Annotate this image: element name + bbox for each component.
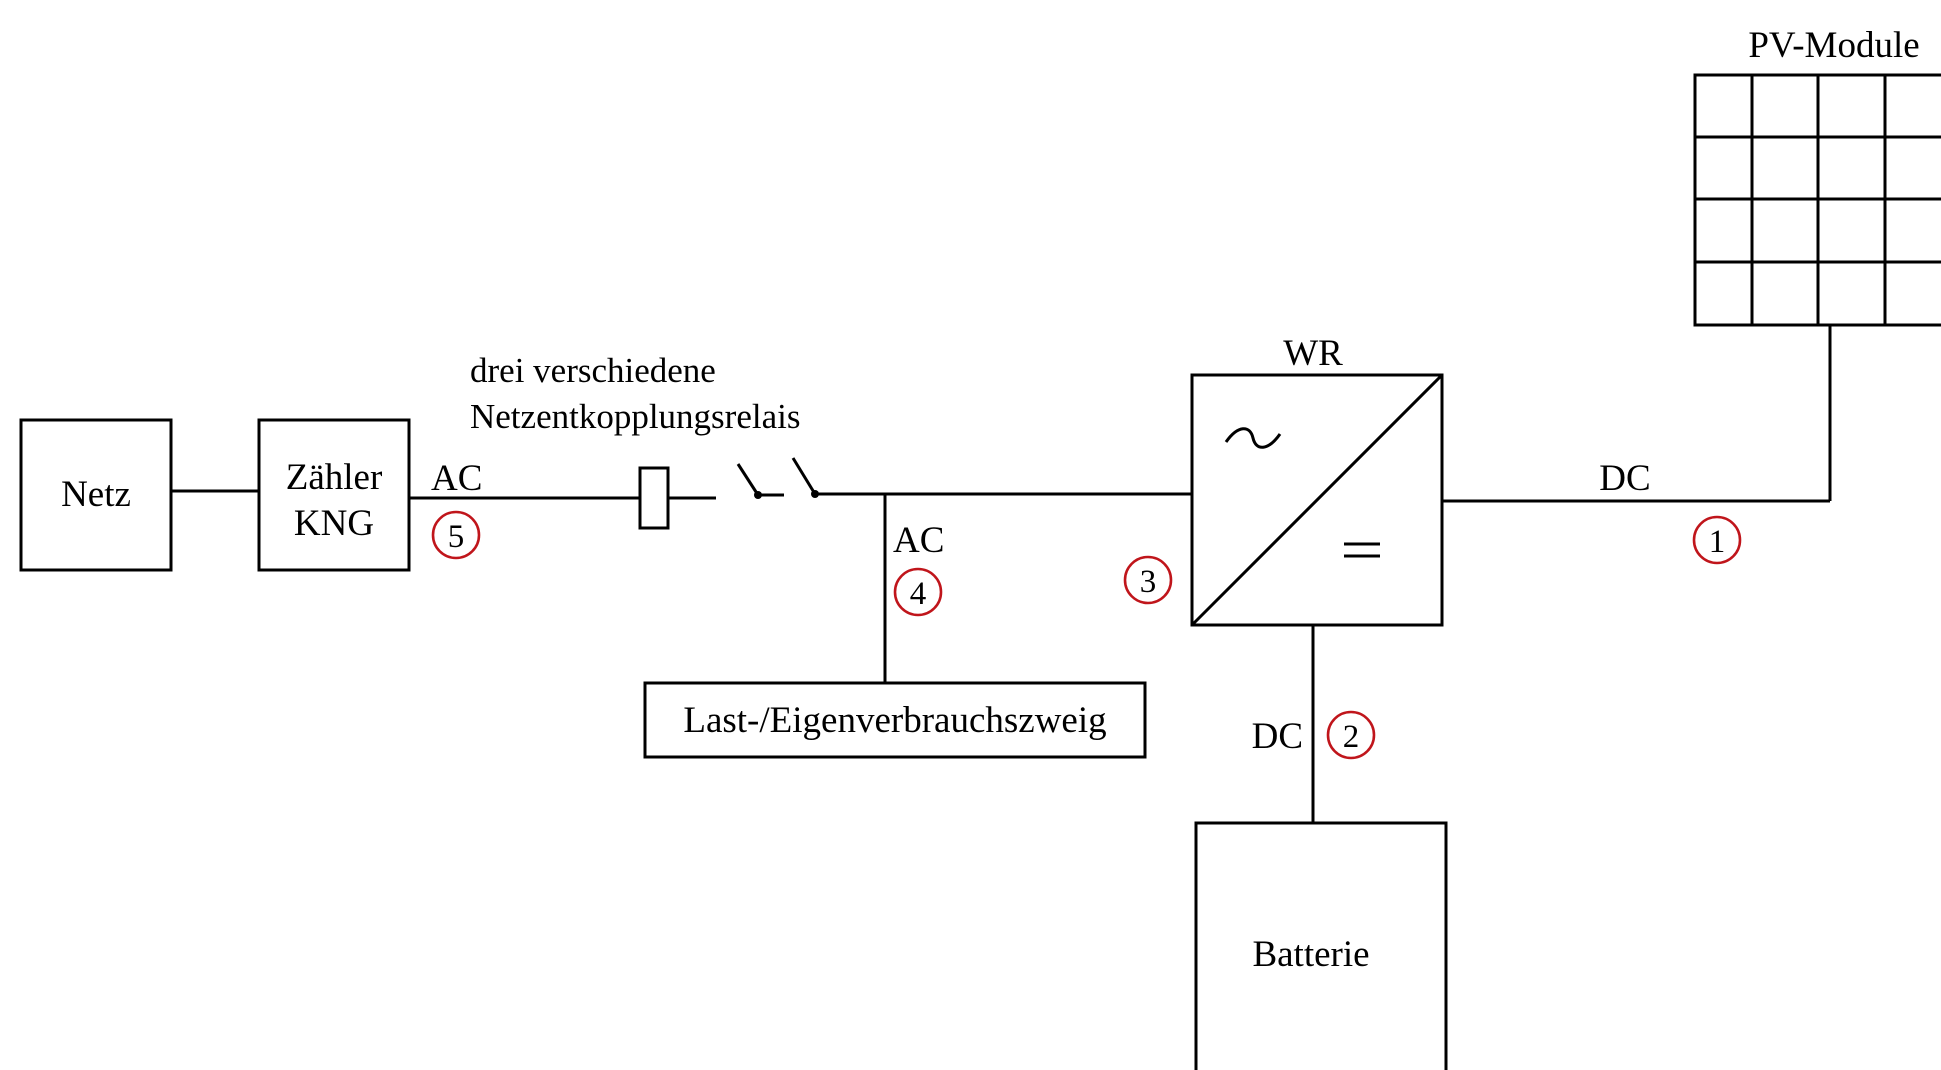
marker-5-number: 5 xyxy=(448,519,465,555)
marker-4: 4 xyxy=(893,567,943,617)
meter-label-line2: KNG xyxy=(294,503,374,544)
pv-module-block: PV-Module xyxy=(1693,25,1941,327)
relay-switch-1 xyxy=(736,463,760,496)
marker-1-ring xyxy=(1692,515,1742,565)
battery-block: Batterie xyxy=(1194,821,1448,1070)
dc-label-pv: DC xyxy=(1599,458,1650,499)
relay-coil xyxy=(638,466,670,530)
marker-1: 1 xyxy=(1692,515,1742,565)
inverter-label: WR xyxy=(1283,333,1343,374)
marker-3-ring xyxy=(1123,555,1173,605)
inverter-dc-symbol-text: = xyxy=(0,0,1,1)
marker-1-number: 1 xyxy=(1709,524,1726,560)
load-block: Last-/Eigenverbrauchszweig xyxy=(643,681,1147,759)
marker-4-ring xyxy=(893,567,943,617)
marker-5-ring xyxy=(431,510,481,560)
netz-block: Netz xyxy=(19,418,173,572)
marker-4-number: 4 xyxy=(910,576,927,612)
inverter-ac-symbol-text: ~ xyxy=(0,0,1,1)
netz-box xyxy=(19,418,173,572)
battery-label: Batterie xyxy=(1252,934,1369,975)
ac-label-branch: AC xyxy=(893,520,944,561)
meter-box xyxy=(257,418,411,572)
relay-group xyxy=(638,457,819,530)
dc-label-battery: DC xyxy=(1252,716,1303,757)
marker-2-number: 2 xyxy=(1343,719,1360,755)
marker-3-number: 3 xyxy=(1140,564,1157,600)
inverter-block: WR ~ = xyxy=(0,0,1444,627)
meter-block: Zähler KNG xyxy=(257,418,411,572)
marker-3: 3 xyxy=(1123,555,1173,605)
load-box xyxy=(643,681,1147,759)
ac-label-left: AC xyxy=(431,458,482,499)
inverter-ac-symbol xyxy=(1224,427,1282,449)
relais-caption-line1: drei verschiedene xyxy=(470,351,716,390)
relay-switch-2 xyxy=(791,457,817,495)
marker-5: 5 xyxy=(431,510,481,560)
load-label: Last-/Eigenverbrauchszweig xyxy=(683,700,1106,741)
marker-2-ring xyxy=(1326,710,1376,760)
marker-2: 2 xyxy=(1326,710,1376,760)
pv-label: PV-Module xyxy=(1748,25,1919,66)
inverter-diagonal xyxy=(1190,373,1444,627)
netz-label: Netz xyxy=(61,474,131,515)
meter-label-line1: Zähler xyxy=(286,457,383,498)
battery-box xyxy=(1194,821,1448,1070)
relais-caption-line2: Netzentkopplungsrelais xyxy=(470,397,800,436)
